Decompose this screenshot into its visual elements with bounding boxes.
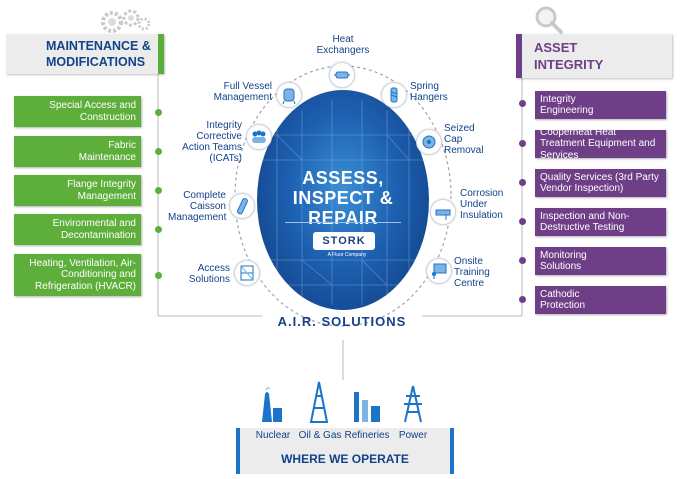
- center-divider: [285, 222, 401, 223]
- center-title-line1: ASSESS,: [302, 168, 384, 188]
- spring-icon: [381, 82, 407, 108]
- asset-integrity-header-title: ASSET INTEGRITY: [534, 40, 604, 72]
- service-label: Integrity Corrective Action Teams (ICATs…: [182, 120, 242, 164]
- asset-integrity-item-label: Cooperheat Heat Treatment Equipment and …: [540, 126, 656, 161]
- refinery-icon: [354, 392, 380, 422]
- connector-dot: [519, 140, 526, 147]
- connector-dot: [519, 296, 526, 303]
- connector-dot: [155, 148, 162, 155]
- center-title: ASSESS, INSPECT & REPAIR: [257, 168, 429, 228]
- operate-item-label: Oil & Gas: [298, 430, 342, 441]
- maintenance-item-label: Special Access and Construction: [49, 100, 136, 123]
- connector-dot: [155, 187, 162, 194]
- where-we-operate-panel: [236, 428, 454, 474]
- connector-dot: [519, 100, 526, 107]
- maintenance-item-label: Flange Integrity Management: [67, 179, 136, 202]
- maintenance-header-title: MAINTENANCE & MODIFICATIONS: [46, 39, 151, 69]
- pipe-icon: [430, 199, 456, 225]
- service-seized-cap: Seized Cap Removal: [444, 123, 494, 156]
- oil-rig-icon: [309, 381, 329, 423]
- magnifier-icon: [535, 6, 563, 34]
- operate-item-label: Nuclear: [255, 430, 291, 441]
- asset-integrity-item[interactable]: Cooperheat Heat Treatment Equipment and …: [535, 127, 666, 161]
- operate-item-label: Refineries: [344, 430, 390, 441]
- service-label: Spring Hangers: [410, 81, 448, 103]
- stork-logo: STORK: [313, 232, 375, 250]
- maintenance-header: MAINTENANCE & MODIFICATIONS: [6, 34, 164, 74]
- maintenance-item-label: Environmental and Decontamination: [52, 218, 136, 241]
- team-icon: [246, 124, 272, 150]
- asset-integrity-item-label: Inspection and Non-Destructive Testing: [540, 210, 630, 234]
- heat-exchanger-icon: [329, 62, 355, 88]
- asset-integrity-item[interactable]: Inspection and Non-Destructive Testing: [535, 208, 666, 236]
- where-we-operate-title: WHERE WE OPERATE: [281, 452, 409, 466]
- air-solutions-arc-text: A.I.R. SOLUTIONS: [277, 314, 407, 329]
- gears-icon: [101, 9, 150, 33]
- connector-dot: [519, 257, 526, 264]
- service-icats: Integrity Corrective Action Teams (ICATs…: [180, 120, 242, 164]
- training-icon: [426, 258, 452, 284]
- service-label: Full Vessel Management: [213, 81, 272, 103]
- service-access: Access Solutions: [186, 263, 230, 285]
- asset-integrity-item[interactable]: Quality Services (3rd Party Vendor Inspe…: [535, 169, 666, 197]
- service-label: Complete Caisson Management: [168, 190, 227, 223]
- service-label: Heat Exchangers: [316, 34, 370, 56]
- service-full-vessel: Full Vessel Management: [208, 81, 272, 103]
- caisson-icon: [229, 193, 255, 219]
- service-heat-exchangers: Heat Exchangers: [312, 34, 374, 56]
- service-training: Onsite Training Centre: [454, 256, 504, 289]
- asset-integrity-item-label: Integrity Engineering: [540, 93, 594, 117]
- asset-integrity-item-label: Quality Services (3rd Party Vendor Inspe…: [540, 171, 659, 195]
- maintenance-item[interactable]: Special Access and Construction: [14, 96, 141, 127]
- operate-item-label: Power: [398, 430, 428, 441]
- maintenance-item[interactable]: Fabric Maintenance: [14, 136, 141, 167]
- asset-integrity-item[interactable]: Integrity Engineering: [535, 91, 666, 119]
- nuclear-plant-icon: [262, 387, 282, 422]
- scaffold-icon: [234, 260, 260, 286]
- connector-dot: [519, 218, 526, 225]
- power-pylon-icon: [404, 385, 422, 423]
- service-caisson: Complete Caisson Management: [168, 190, 226, 223]
- central-circle: ASSESS, INSPECT & REPAIR STORK A Fluor C…: [257, 90, 429, 310]
- service-cui: Corrosion Under Insulation: [460, 188, 520, 221]
- asset-integrity-item-label: Monitoring Solutions: [540, 249, 587, 273]
- maintenance-item[interactable]: Flange Integrity Management: [14, 175, 141, 206]
- service-spring-hangers: Spring Hangers: [410, 81, 460, 103]
- maintenance-item-label: Fabric Maintenance: [78, 140, 136, 163]
- vessel-icon: [276, 82, 302, 108]
- asset-integrity-item-label: Cathodic Protection: [540, 288, 586, 312]
- service-label: Access Solutions: [188, 263, 230, 285]
- maintenance-item[interactable]: Environmental and Decontamination: [14, 214, 141, 245]
- maintenance-item-label: Heating, Ventilation, Air-Conditioning a…: [29, 257, 136, 292]
- connector-dot: [155, 226, 162, 233]
- industrial-structure-graphic: [257, 100, 429, 305]
- service-label: Seized Cap Removal: [444, 123, 484, 156]
- connector-dot: [155, 272, 162, 279]
- stork-logo-tagline: A Fluor Company: [327, 252, 367, 258]
- cap-icon: [416, 129, 442, 155]
- asset-integrity-item[interactable]: Cathodic Protection: [535, 286, 666, 314]
- center-title-line2: INSPECT & REPAIR: [292, 188, 394, 228]
- connector-dot: [155, 109, 162, 116]
- service-label: Onsite Training Centre: [454, 256, 490, 289]
- connector-dot: [519, 179, 526, 186]
- asset-integrity-header: ASSET INTEGRITY: [516, 34, 672, 78]
- asset-integrity-item[interactable]: Monitoring Solutions: [535, 247, 666, 275]
- maintenance-item[interactable]: Heating, Ventilation, Air-Conditioning a…: [14, 254, 141, 296]
- service-label: Corrosion Under Insulation: [460, 188, 504, 221]
